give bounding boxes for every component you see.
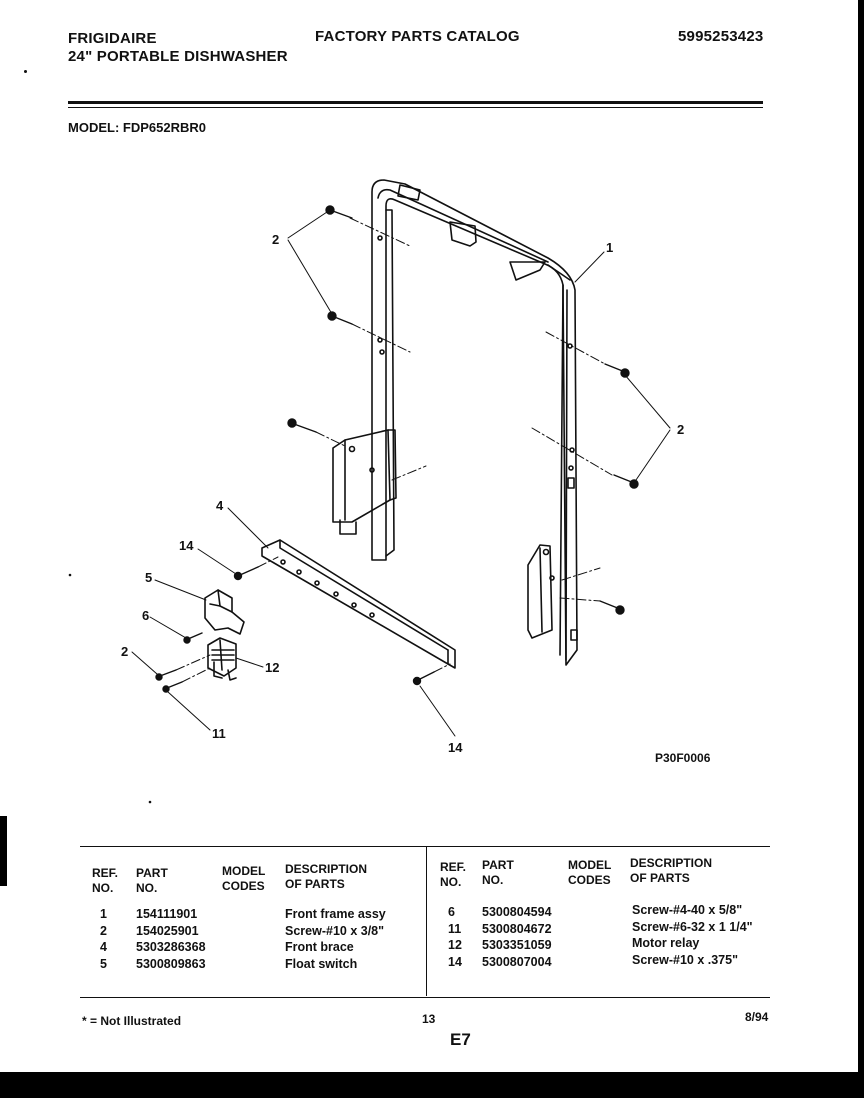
callout-2-top: 2 (272, 232, 279, 247)
table-cell: Screw-#10 x .375" (632, 952, 738, 967)
scan-speck (24, 70, 27, 73)
table-cell: 5303286368 (136, 940, 206, 954)
section-code: E7 (450, 1030, 471, 1049)
callout-4: 4 (216, 498, 224, 513)
table-cell: Screw-#6-32 x 1 1/4" (632, 919, 753, 934)
callout-11: 11 (212, 726, 226, 741)
header-rule-thin (68, 107, 763, 108)
table-cell: Screw-#4-40 x 5/8" (632, 903, 743, 917)
not-illustrated-note: * = Not Illustrated (82, 1014, 182, 1028)
brand-name: FRIGIDAIRE (68, 30, 157, 47)
right-side-bracket (527, 544, 555, 639)
callout-6: 6 (142, 608, 149, 623)
table-cell: 5300804672 (482, 921, 552, 936)
table-cell: 14 (448, 954, 462, 969)
table-cell: 5300807004 (482, 954, 552, 969)
table-cell: 154025901 (136, 923, 199, 938)
scan-edge-left (0, 816, 7, 886)
right-desc-column: Screw-#4-40 x 5/8" Screw-#6-32 x 1 1/4" … (632, 902, 753, 968)
product-name: 24" PORTABLE DISHWASHER (68, 48, 288, 65)
table-cell: Front brace (285, 940, 354, 954)
table-cell: Motor relay (632, 936, 700, 950)
left-ref-column: 1 2 4 5 (100, 906, 107, 972)
revision-date: 8/94 (745, 1010, 769, 1024)
catalog-number: 5995253423 (678, 28, 764, 45)
alignment-lines (175, 217, 613, 683)
table-cell: Front frame assy (285, 907, 386, 921)
front-frame-part-1 (371, 179, 578, 666)
callout-5: 5 (145, 570, 152, 585)
scan-edge-bottom (0, 1072, 864, 1098)
motor-relay-part-12 (207, 637, 237, 681)
figure-code: P30F0006 (655, 751, 711, 765)
screws (155, 205, 639, 693)
exploded-parts-diagram: 1 2 2 2 4 5 6 11 12 14 14 P30F0006 (68, 179, 711, 804)
scan-edge-right (858, 0, 864, 1098)
header-rule-thick (68, 101, 763, 104)
parts-table-divider (426, 846, 427, 996)
parts-table (80, 846, 770, 998)
model-line: MODEL: FDP652RBR0 (68, 120, 206, 135)
header-ref-right: REF.NO. (440, 860, 467, 889)
table-cell: 6 (448, 905, 455, 919)
table-cell: 5300809863 (136, 956, 206, 971)
table-cell: 12 (448, 938, 462, 952)
left-desc-column: Front frame assy Screw-#10 x 3/8" Front … (285, 906, 386, 972)
header-ref-left: REF.NO. (92, 866, 119, 895)
callout-2-left: 2 (121, 644, 128, 659)
scan-speck (68, 573, 72, 577)
table-cell: 5300804594 (482, 905, 552, 919)
float-switch-part-5 (204, 589, 245, 635)
left-part-column: 154111901 154025901 5303286368 530080986… (136, 906, 206, 972)
table-cell: 11 (448, 921, 462, 936)
leader-lines (131, 209, 671, 737)
front-brace-part-4 (261, 539, 456, 669)
callout-14-bottom: 14 (448, 740, 463, 755)
table-cell: 5303351059 (482, 938, 552, 952)
table-cell: 5 (100, 956, 107, 971)
callout-12: 12 (265, 660, 279, 675)
catalog-title: FACTORY PARTS CATALOG (315, 28, 520, 45)
callout-1: 1 (606, 240, 613, 255)
right-ref-column: 6 11 12 14 (448, 904, 462, 970)
table-cell: 2 (100, 923, 107, 938)
table-cell: Screw-#10 x 3/8" (285, 923, 385, 938)
scan-speck (148, 800, 152, 804)
callout-14-left: 14 (179, 538, 194, 553)
callout-2-right: 2 (677, 422, 684, 437)
right-part-column: 5300804594 5300804672 5303351059 5300807… (482, 904, 552, 970)
table-cell: Float switch (285, 956, 358, 971)
left-side-bracket (332, 429, 397, 535)
table-cell: 1 (100, 907, 107, 921)
table-cell: 154111901 (136, 907, 198, 921)
page-number: 13 (422, 1012, 436, 1026)
table-cell: 4 (100, 940, 107, 954)
